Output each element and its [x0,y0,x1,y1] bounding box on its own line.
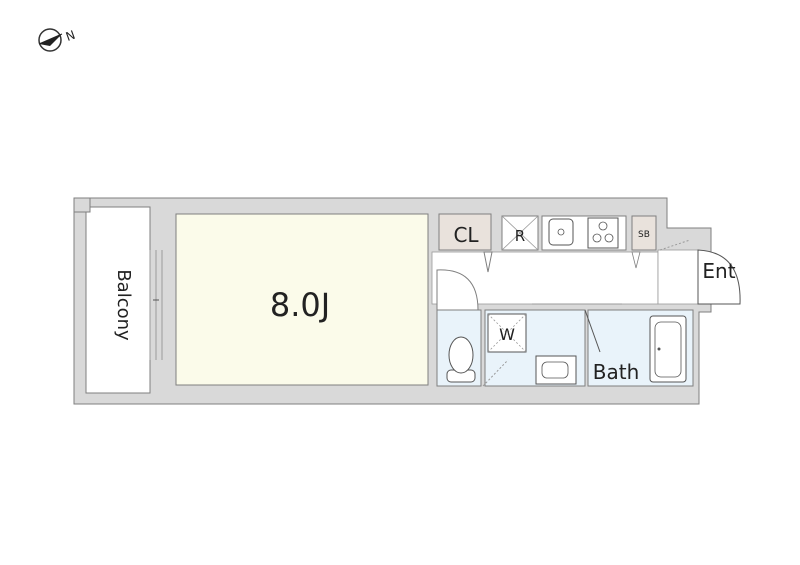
wash-basin-icon [535,355,577,385]
main-room-size-label: 8.0J [270,286,330,324]
shoe-box-label: SB [638,230,650,240]
bath-label: Bath [593,360,640,384]
refrigerator-space [501,215,539,251]
compass-north-label: N [64,28,77,44]
washer-space [487,313,527,353]
refrigerator-label: R [515,227,525,245]
balcony-label: Balcony [113,269,134,341]
entrance-door [697,249,741,305]
kitchen-sink-icon [548,218,574,246]
main-room [175,213,429,386]
north-arrow-icon [38,28,63,52]
corridor [431,251,659,305]
entrance-label: Ent [702,259,735,283]
washer-label: W [499,325,515,344]
closet [438,213,492,251]
balcony [73,197,163,394]
shoe-box [631,215,657,269]
closet-door [483,251,493,273]
stove-icon [587,217,619,249]
bathtub-icon [649,315,687,383]
closet-label: CL [453,223,479,247]
entrance [657,239,699,305]
toilet-icon [446,336,476,383]
